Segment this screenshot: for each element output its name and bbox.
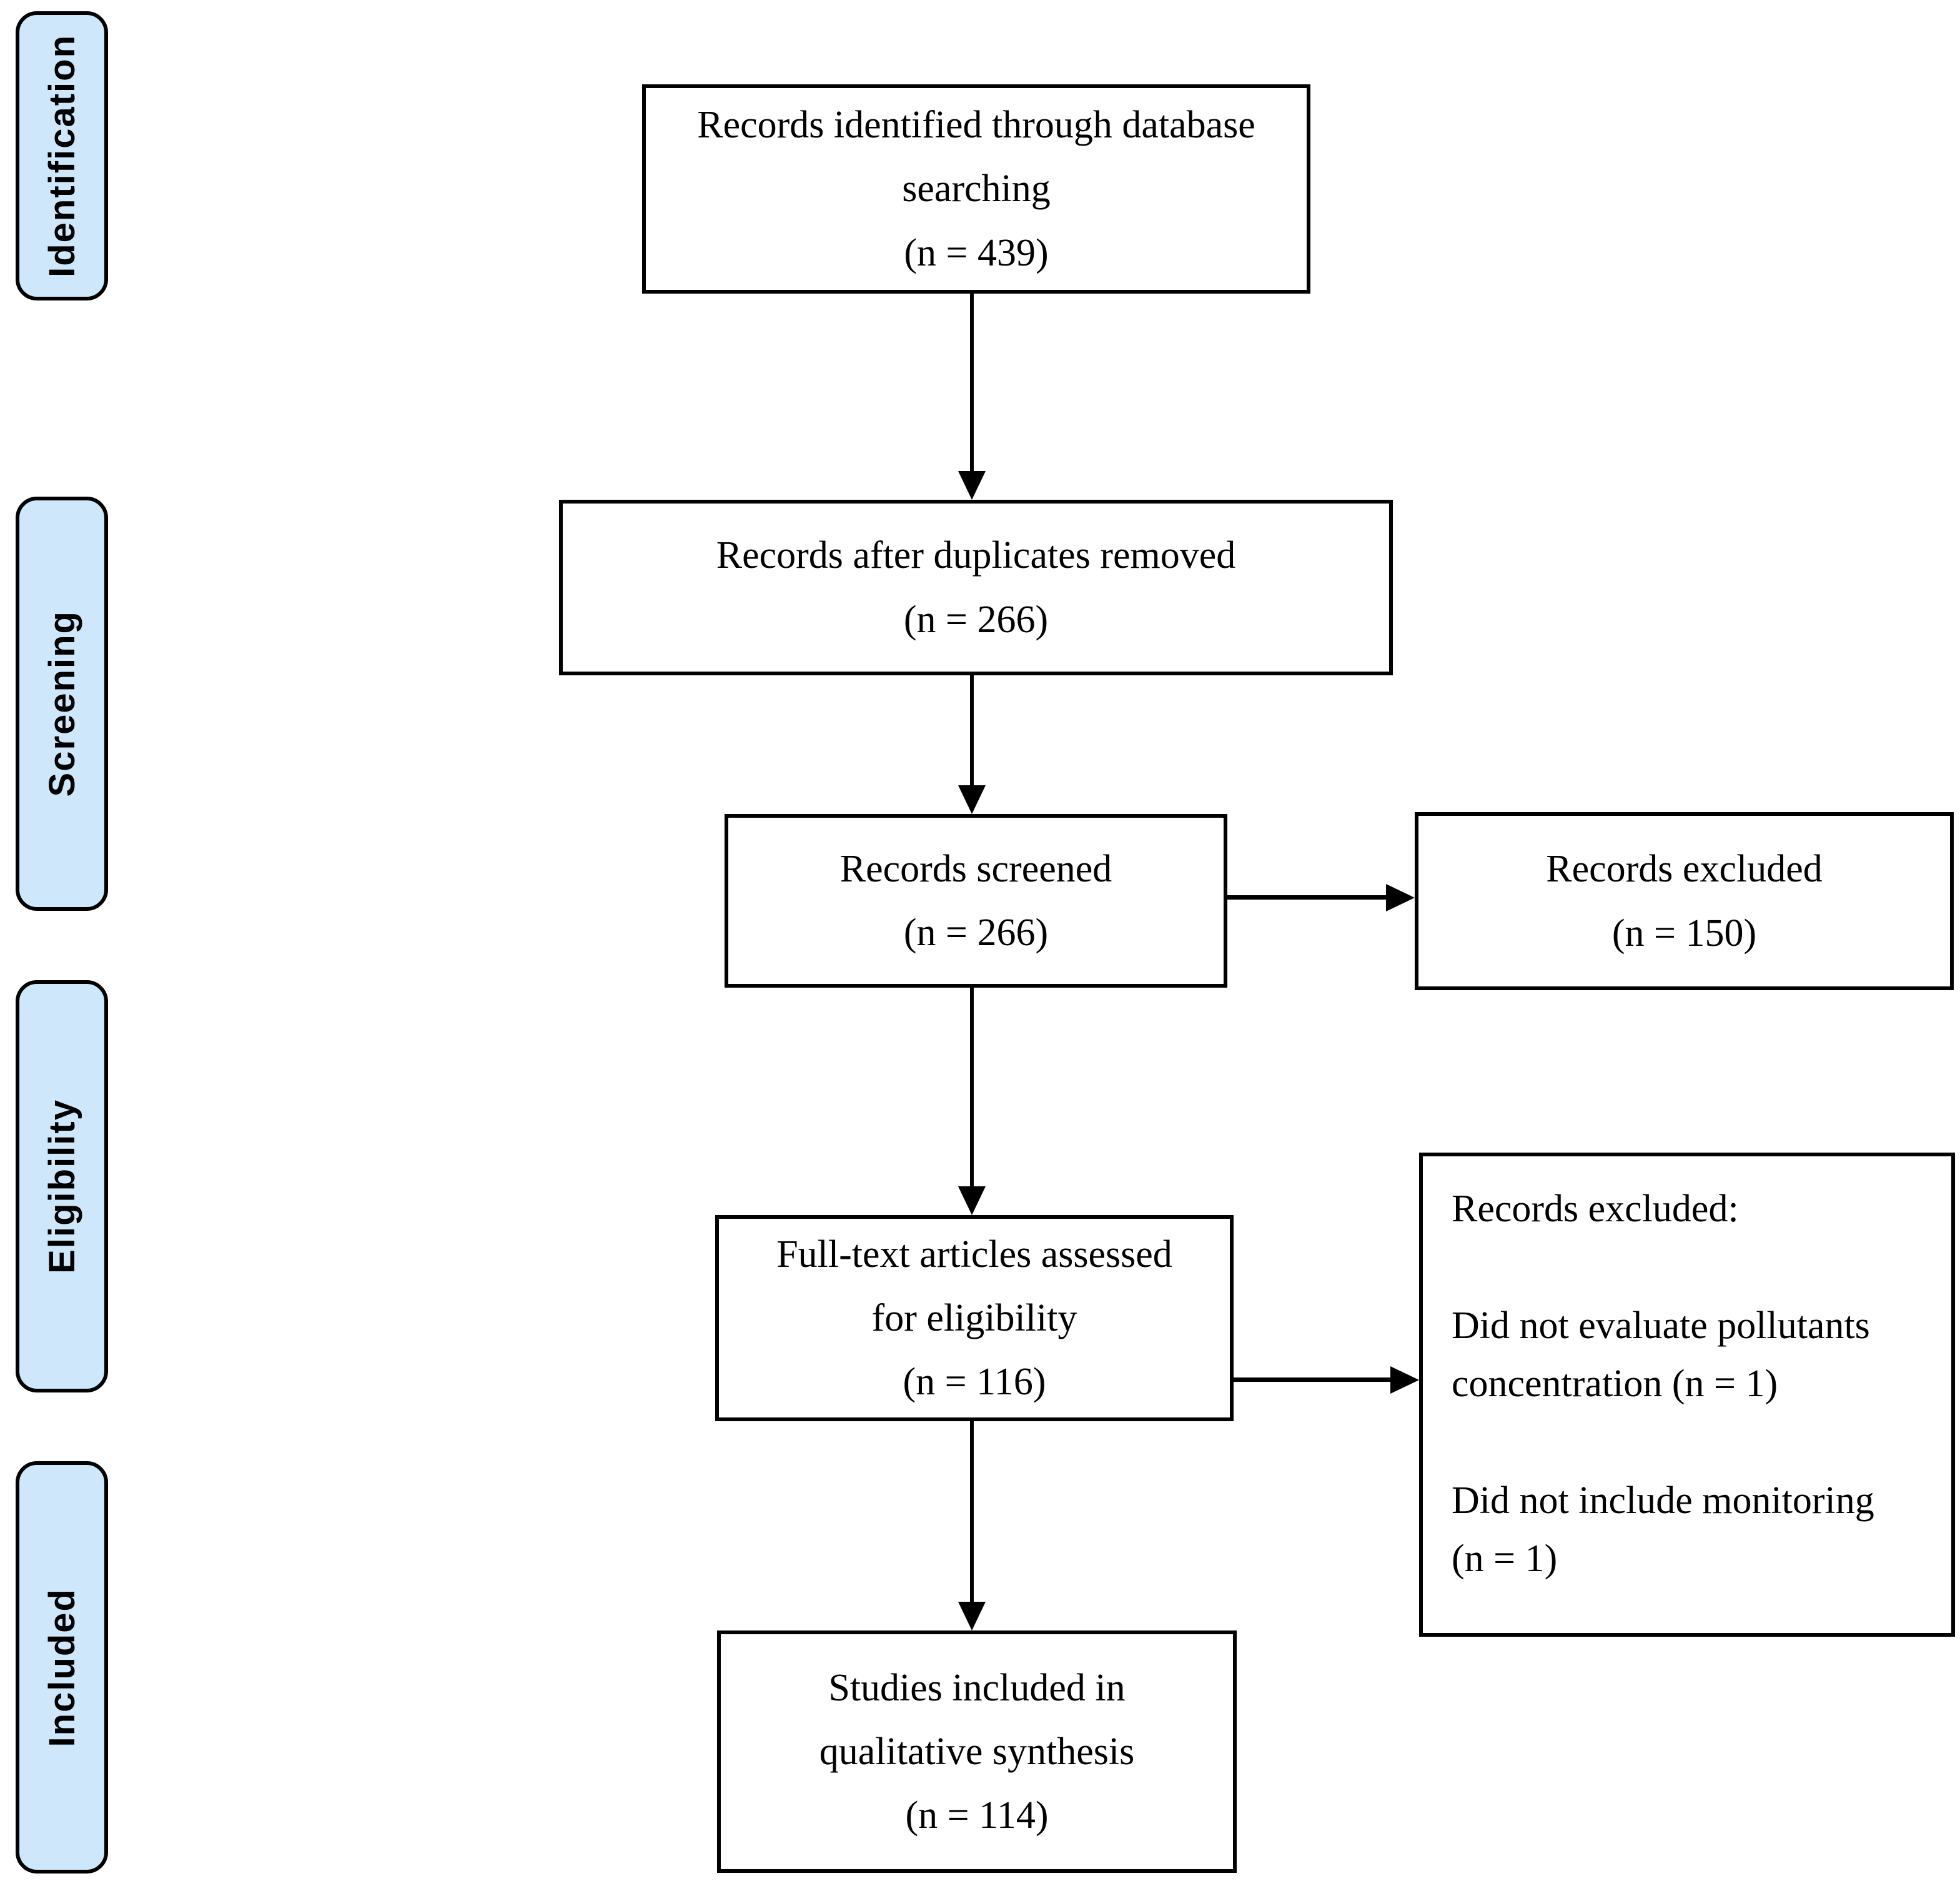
- arrowhead-right-icon: [1386, 883, 1415, 911]
- arrowhead-down-icon: [958, 785, 986, 814]
- arrow-screened-to-fulltext: [958, 988, 986, 1215]
- stage-label-identification: Identification: [41, 34, 82, 277]
- excluded-reason-line: (n = 1): [1452, 1537, 1558, 1580]
- excluded-reason-line: Did not include monitoring: [1452, 1479, 1874, 1522]
- stage-identification: Identification: [16, 11, 108, 300]
- stage-included: Included: [16, 1461, 108, 1874]
- box-text-line: Records screened: [839, 847, 1112, 890]
- box-text-line: Studies included in: [828, 1666, 1126, 1709]
- arrow-screened-to-excluded: [1227, 883, 1415, 911]
- arrow-fulltext-to-excluded: [1234, 1366, 1419, 1394]
- box-records-identified: Records identified through database sear…: [642, 84, 1310, 294]
- box-count: (n = 439): [904, 231, 1049, 274]
- box-count: (n = 116): [903, 1361, 1046, 1404]
- box-studies-included: Studies included in qualitative synthesi…: [717, 1630, 1237, 1873]
- stage-label-included: Included: [41, 1587, 82, 1747]
- stage-label-eligibility: Eligibility: [41, 1099, 82, 1274]
- excluded-reason-1: Did not evaluate pollutants concentratio…: [1452, 1297, 1870, 1413]
- box-records-excluded-eligibility: Records excluded: Did not evaluate pollu…: [1419, 1153, 1955, 1637]
- arrowhead-down-icon: [958, 471, 986, 500]
- stage-screening: Screening: [16, 497, 108, 911]
- box-text-line: Full-text articles assessed: [776, 1233, 1172, 1276]
- box-text-line: qualitative synthesis: [819, 1730, 1135, 1773]
- box-text-line: for eligibility: [871, 1296, 1077, 1339]
- box-records-excluded-screening: Records excluded (n = 150): [1415, 812, 1954, 990]
- box-text-line: Records excluded: [1546, 848, 1823, 891]
- excluded-title: Records excluded:: [1452, 1188, 1739, 1230]
- stage-eligibility: Eligibility: [16, 980, 108, 1392]
- excluded-reason-line: concentration (n = 1): [1452, 1362, 1778, 1405]
- arrowhead-down-icon: [958, 1186, 986, 1215]
- arrowhead-down-icon: [958, 1602, 986, 1630]
- box-records-after-duplicates-removed: Records after duplicates removed (n = 26…: [559, 500, 1393, 675]
- arrow-identified-to-duplicates: [958, 294, 986, 500]
- box-text-line: Records after duplicates removed: [716, 534, 1236, 577]
- box-text-line: Records identified through database: [697, 104, 1255, 147]
- arrow-fulltext-to-included: [958, 1421, 986, 1630]
- arrow-duplicates-to-screened: [958, 675, 986, 814]
- box-count: (n = 150): [1611, 911, 1757, 955]
- box-fulltext-assessed: Full-text articles assessed for eligibil…: [715, 1215, 1234, 1421]
- box-count: (n = 266): [903, 911, 1049, 954]
- excluded-reason-line: Did not evaluate pollutants: [1452, 1304, 1870, 1347]
- excluded-reason-2: Did not include monitoring (n = 1): [1452, 1472, 1874, 1588]
- box-count: (n = 266): [903, 598, 1049, 641]
- box-records-screened: Records screened (n = 266): [725, 814, 1227, 988]
- box-count: (n = 114): [905, 1794, 1049, 1837]
- box-text-line: searching: [902, 167, 1051, 211]
- arrowhead-right-icon: [1390, 1366, 1419, 1394]
- stage-label-screening: Screening: [41, 610, 82, 797]
